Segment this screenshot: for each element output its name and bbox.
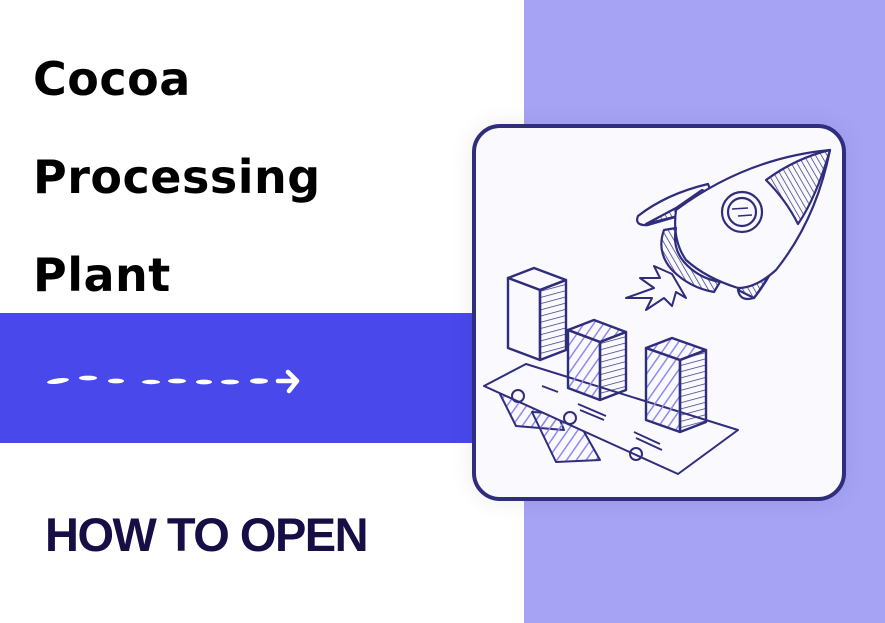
dashed-arrow-icon — [47, 369, 300, 394]
rocket-flame-icon — [625, 265, 687, 311]
page-title: Cocoa Processing Plant — [33, 30, 321, 324]
rocket-icon — [636, 148, 832, 301]
bar-chart-icon — [506, 266, 708, 434]
illustration-card — [472, 124, 846, 501]
document-sheets-icon — [483, 363, 739, 475]
how-to-open-heading: HOW TO OPEN — [45, 508, 369, 561]
title-line-1: Cocoa — [33, 52, 191, 106]
title-line-3: Plant — [33, 248, 171, 302]
rocket-bar-chart-illustration — [483, 148, 832, 475]
title-line-2: Processing — [33, 150, 321, 204]
